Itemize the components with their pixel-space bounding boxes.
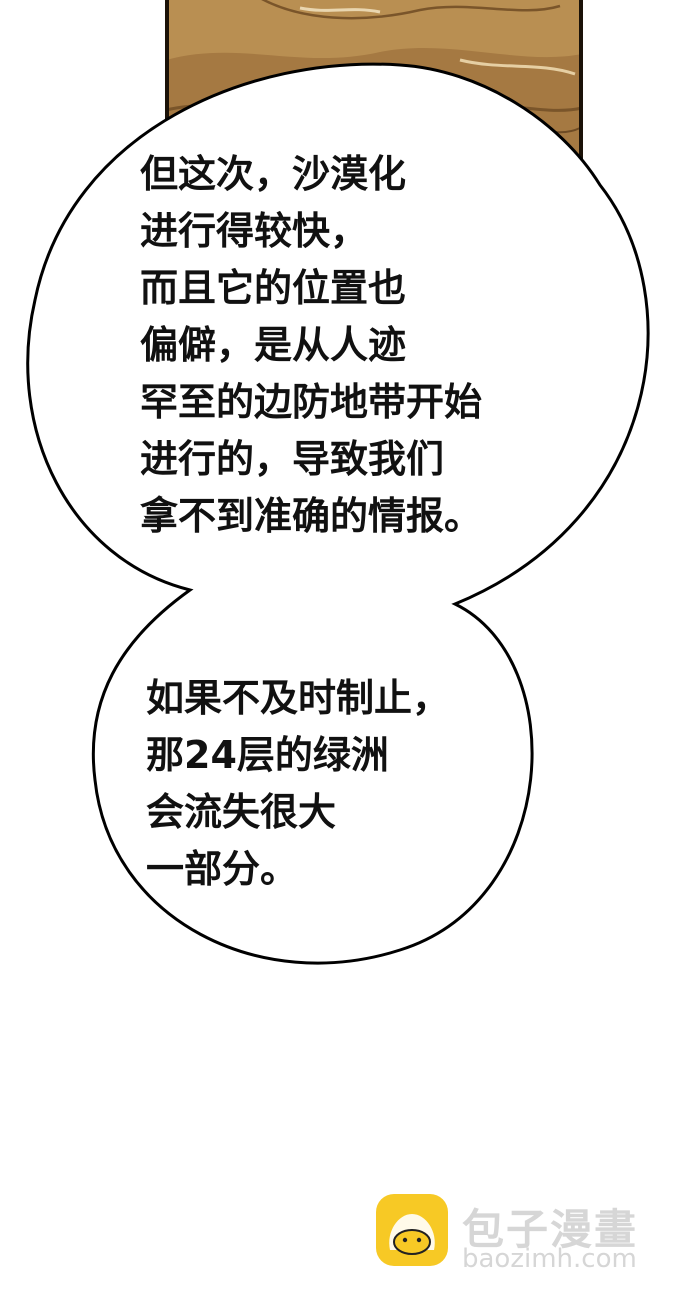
watermark-name: 包子漫畫	[462, 1205, 639, 1254]
dialogue-line: 进行的，导致我们	[140, 437, 445, 481]
dialogue-line: 如果不及时制止，	[146, 676, 451, 720]
dialogue-line: 一部分。	[146, 847, 299, 891]
dialogue-line: 罕至的边防地带开始	[140, 380, 483, 424]
desert-highlight	[299, 6, 381, 14]
dialogue-line: 偏僻，是从人迹	[140, 323, 407, 367]
dialogue-line: 而且它的位置也	[140, 266, 407, 310]
speech-bubble-2-text: 如果不及时制止， 那24层的绿洲 会流失很大 一部分。	[146, 670, 450, 898]
dialogue-line: 拿不到准确的情报。	[140, 494, 483, 538]
bun-logo-icon	[376, 1194, 448, 1266]
dialogue-line: 那24层的绿洲	[146, 733, 389, 777]
speech-bubble-1-text: 但这次，沙漠化 进行得较快， 而且它的位置也 偏僻，是从人迹 罕至的边防地带开始…	[140, 146, 482, 545]
site-watermark: 包子漫畫 baozimh.com	[376, 1194, 666, 1274]
dialogue-line: 会流失很大	[146, 790, 337, 834]
dialogue-line: 但这次，沙漠化	[140, 152, 407, 196]
dialogue-line: 进行得较快，	[140, 209, 369, 253]
speech-bubble-outline	[26, 62, 650, 965]
desert-highlight	[459, 58, 576, 76]
desert-crack	[261, 0, 561, 20]
watermark-url: baozimh.com	[462, 1244, 637, 1274]
